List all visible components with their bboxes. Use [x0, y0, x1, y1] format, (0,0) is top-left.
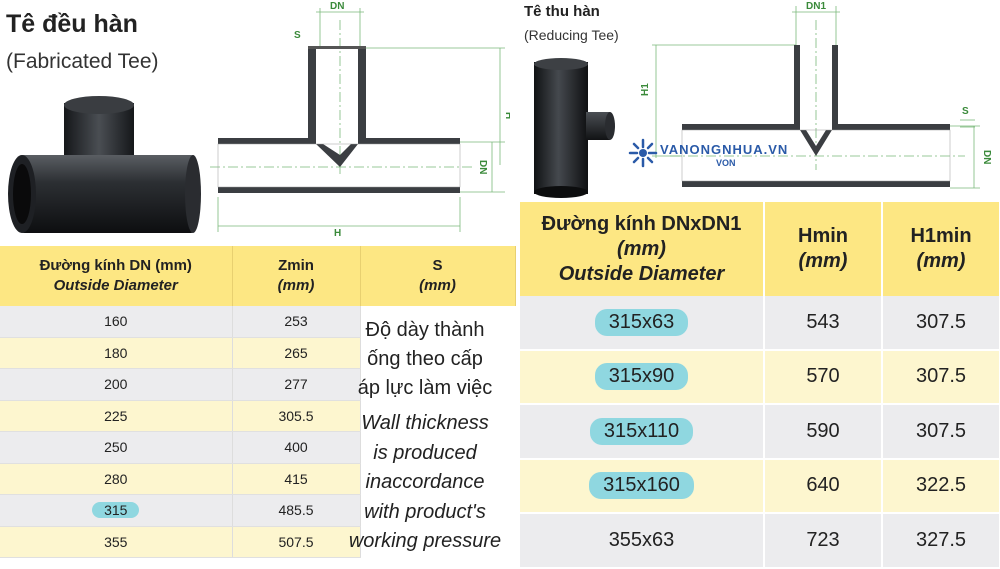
col-header-diameter: Đường kính DN (mm) Outside Diameter — [0, 246, 233, 306]
cell-h1min: 307.5 — [882, 349, 1000, 405]
reducing-tee-subtitle: (Reducing Tee) — [524, 27, 619, 43]
fabricated-tee-subtitle: (Fabricated Tee) — [6, 50, 159, 73]
table-row: 315x90 570 307.5 — [520, 349, 1000, 405]
dim-s: S — [294, 30, 301, 41]
fabricated-tee-title: Tê đều hàn — [6, 10, 138, 38]
table-row: 280 415 — [0, 463, 515, 495]
table-row: 355 507.5 — [0, 526, 515, 558]
reducing-tee-photo — [534, 58, 615, 198]
fabricated-tee-table: Đường kính DN (mm) Outside Diameter Zmin… — [0, 246, 516, 558]
table-header-row: Đường kính DNxDN1 (mm) Outside Diameter … — [520, 202, 1000, 296]
table-row: 160 253 — [0, 306, 515, 558]
col-header-zmin: Zmin (mm) — [232, 246, 361, 306]
cell-dn: 250 — [0, 431, 233, 464]
cell-hmin: 640 — [764, 458, 883, 514]
table-row: 315x63 543 307.5 — [520, 296, 1000, 351]
cell-hmin: 723 — [764, 513, 883, 569]
cell-h1min: 322.5 — [882, 458, 1000, 514]
table-row: 180 265 — [0, 337, 515, 369]
cell-zmin: 415 — [232, 463, 361, 495]
cell-hmin: 570 — [764, 349, 883, 405]
cell-dn: 180 — [0, 337, 233, 369]
dim-dn1-top: DN1 — [806, 1, 826, 12]
cell-h1min: 307.5 — [882, 296, 1000, 351]
cell-size-highlighted: 315x110 — [520, 404, 765, 460]
cell-zmin: 507.5 — [232, 526, 361, 558]
reducing-tee-table: Đường kính DNxDN1 (mm) Outside Diameter … — [520, 202, 1000, 569]
table-row: 225 305.5 — [0, 400, 515, 432]
cell-h1min: 327.5 — [882, 513, 1000, 569]
table-row: 315 485.5 — [0, 494, 515, 527]
dim-h-right: H — [503, 112, 510, 119]
cell-h1min: 307.5 — [882, 404, 1000, 460]
dim-dn-right: DN — [477, 160, 488, 174]
cell-dn: 355 — [0, 526, 233, 558]
cell-zmin: 305.5 — [232, 400, 361, 432]
wall-thickness-note-vn: Độ dày thành ống theo cấp áp lực làm việ… — [357, 319, 493, 399]
table-row: 315x110 590 307.5 — [520, 404, 1000, 460]
cell-size-highlighted: 315x160 — [520, 458, 765, 514]
dim-dn-right-reducing: DN — [981, 150, 992, 164]
cell-dn-highlighted: 315 — [0, 494, 233, 527]
cell-dn: 160 — [0, 306, 233, 338]
dim-h1: H1 — [640, 83, 651, 96]
cell-hmin: 543 — [764, 296, 883, 351]
dim-h-bottom: H — [334, 228, 341, 239]
cell-zmin: 400 — [232, 431, 361, 464]
fabricated-tee-photo — [8, 96, 201, 233]
table-row: 315x160 640 322.5 — [520, 458, 1000, 514]
table-row: 250 400 — [0, 431, 515, 464]
note-cell — [360, 306, 515, 558]
cell-size: 355x63 — [520, 513, 765, 569]
dim-dn-top: DN — [330, 1, 344, 12]
cell-size-highlighted: 315x90 — [520, 349, 765, 405]
cell-zmin: 265 — [232, 337, 361, 369]
wall-thickness-note-en: Wall thickness is produced inaccordance … — [348, 412, 502, 552]
cell-dn: 280 — [0, 463, 233, 495]
fabricated-tee-diagram: DN S H DN H — [210, 1, 510, 239]
watermark-text: VANONGNHUA.VN — [660, 142, 789, 157]
cell-dn: 225 — [0, 400, 233, 432]
col-header-h1min: H1min (mm) — [882, 202, 1000, 296]
dim-s-right: S — [962, 106, 969, 117]
vanongnhua-logo-icon — [628, 138, 658, 168]
reducing-tee-diagram: DN1 H1 S DN — [640, 1, 992, 189]
col-header-diameter: Đường kính DNxDN1 (mm) Outside Diameter — [520, 202, 765, 296]
cell-zmin: 277 — [232, 368, 361, 401]
col-header-hmin: Hmin (mm) — [764, 202, 883, 296]
cell-dn: 200 — [0, 368, 233, 401]
table-row: 200 277 — [0, 368, 515, 401]
table-header-row: Đường kính DN (mm) Outside Diameter Zmin… — [0, 246, 516, 306]
reducing-tee-title: Tê thu hàn — [524, 3, 600, 20]
table-row: 355x63 723 327.5 — [520, 513, 1000, 569]
cell-zmin: 485.5 — [232, 494, 361, 527]
col-header-s: S (mm) — [360, 246, 516, 306]
cell-zmin: 253 — [232, 306, 361, 338]
cell-size-highlighted: 315x63 — [520, 296, 765, 351]
cell-hmin: 590 — [764, 404, 883, 460]
watermark-sub: VON — [716, 158, 736, 168]
